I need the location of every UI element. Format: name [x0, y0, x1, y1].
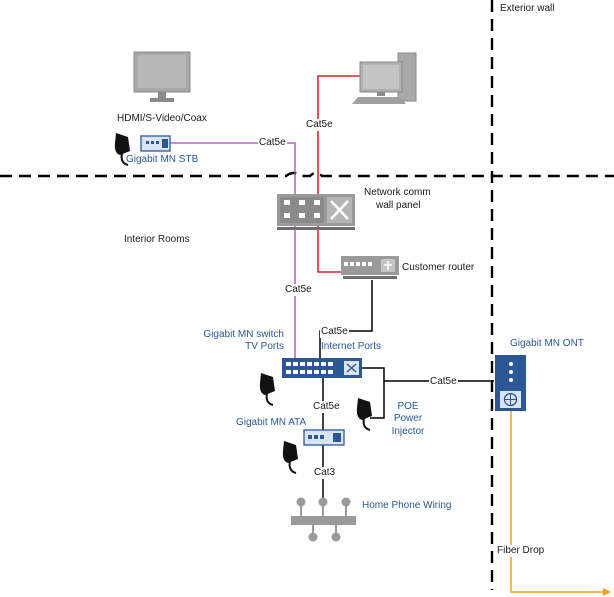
cat3-label: Cat3 — [313, 467, 337, 479]
cat5e-pc-label: Cat5e — [305, 119, 334, 131]
home-phone-label: Home Phone Wiring — [362, 500, 452, 511]
ata-label: Gigabit MN ATA — [236, 417, 307, 428]
poe-cable — [370, 381, 385, 419]
router-icon — [341, 256, 399, 279]
poe-label-2: Power — [393, 413, 423, 424]
wall-panel-label-2: wall panel — [376, 200, 421, 211]
tv-ports-label: TV Ports — [245, 341, 284, 352]
cat5e-ata-label: Cat5e — [312, 401, 341, 413]
poe-label-3: Injector — [391, 426, 425, 437]
switch-icon — [282, 358, 362, 378]
router-label: Customer router — [402, 262, 475, 273]
switch-name-label: Gigabit MN switch — [203, 329, 284, 340]
power-adapter-icon — [258, 372, 276, 406]
power-adapter-icon — [355, 397, 373, 431]
fiber-drop-cable — [510, 404, 605, 593]
desktop-computer-icon — [352, 52, 417, 104]
monitor-icon — [133, 51, 191, 102]
interior-wall-line — [0, 171, 614, 178]
exterior-wall-label: Exterior wall — [500, 3, 555, 14]
stb-label: Gigabit MN STB — [126, 154, 199, 165]
set-top-box-icon — [140, 135, 171, 152]
ata-icon — [303, 429, 345, 446]
wall-panel-icon — [277, 194, 355, 230]
cat5e-stb-label: Cat5e — [258, 137, 287, 149]
cat5e-pc-cable — [317, 75, 360, 273]
cat5e-router-label: Cat5e — [320, 326, 349, 338]
internet-ports-label: Internet Ports — [321, 341, 382, 352]
interior-rooms-label: Interior Rooms — [124, 234, 190, 245]
wall-panel-label-1: Network comm — [364, 187, 431, 198]
poe-label-1: POE — [397, 401, 419, 412]
cat5e-switch-label: Cat5e — [284, 284, 313, 296]
fiber-arrow-head — [603, 588, 611, 596]
fiber-drop-label: Fiber Drop — [496, 545, 546, 557]
ont-icon — [495, 355, 526, 411]
cat5e-ont-label: Cat5e — [429, 376, 458, 388]
phone-wiring-icon — [291, 497, 356, 542]
power-adapter-icon — [281, 440, 299, 474]
ont-label: Gigabit MN ONT — [510, 338, 584, 349]
hdmi-label: HDMI/S-Video/Coax — [117, 113, 207, 124]
cat5e-ont-cable — [360, 367, 494, 382]
